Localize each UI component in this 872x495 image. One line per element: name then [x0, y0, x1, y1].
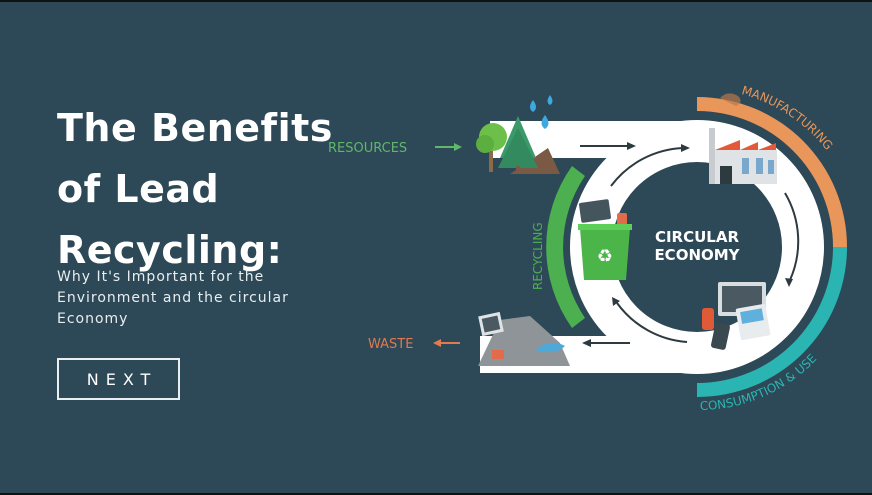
water-drops-icon: [530, 95, 553, 129]
resources-label: RESOURCES: [328, 141, 407, 156]
trees-icon: [476, 116, 560, 174]
waste-pile-icon: [478, 311, 570, 366]
subtitle: Why It's Important for the Environment a…: [57, 267, 289, 330]
waste-arrow-icon: [433, 339, 441, 347]
recycling-label: RECYCLING: [531, 222, 545, 290]
devices-icon: [702, 282, 771, 350]
next-button[interactable]: NEXT: [57, 358, 180, 400]
title-line-3: Recycling:: [57, 228, 283, 272]
resources-arrow-icon: [454, 143, 462, 151]
subtitle-line-2: Environment and the circular: [57, 290, 289, 306]
consumption-ring: [697, 247, 847, 397]
center-label-line-2: ECONOMY: [654, 246, 740, 264]
center-label-line-1: CIRCULAR: [655, 228, 739, 246]
recycle-bin-icon: ♻: [578, 199, 632, 280]
svg-text:♻: ♻: [597, 246, 613, 267]
subtitle-line-1: Why It's Important for the: [57, 269, 265, 285]
page-title: The Benefits of Lead Recycling:: [57, 98, 333, 281]
subtitle-line-3: Economy: [57, 311, 129, 327]
recycling-ring: [546, 166, 585, 328]
title-line-1: The Benefits: [57, 106, 333, 150]
manufacturing-ring: [697, 97, 847, 247]
waste-label: WASTE: [368, 337, 413, 352]
title-line-2: of Lead: [57, 167, 220, 211]
factory-icon: [709, 128, 777, 184]
